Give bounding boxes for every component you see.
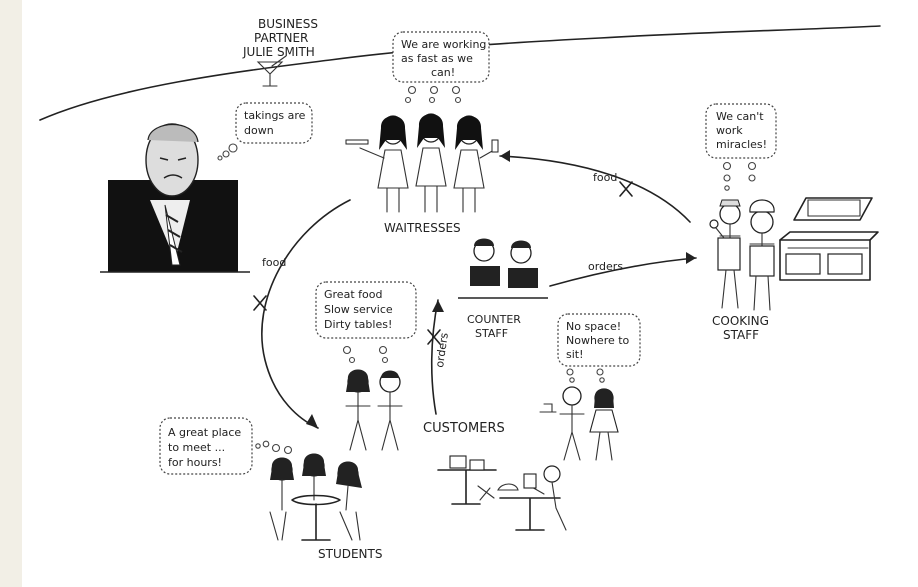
- customers-standing-right: [539, 386, 619, 461]
- customers-left-thought-line3: Dirty tables!: [324, 318, 392, 331]
- cooking-staff-figures: [709, 199, 775, 311]
- cooking-staff-label-line1: COOKING: [712, 314, 769, 328]
- students-figures: [269, 453, 362, 541]
- students-thought-line3: for hours!: [168, 456, 222, 469]
- manager-thought-line1: takings are: [244, 109, 306, 122]
- manager-thought-bubble: takings are down: [217, 102, 313, 161]
- students-thought-bubble: A great place to meet ... for hours!: [159, 417, 293, 475]
- seated-customers-sketch: [437, 455, 567, 531]
- students-thought-line2: to meet ...: [168, 441, 225, 454]
- waitresses-figures: [345, 113, 499, 213]
- flow-orders-right: orders: [588, 260, 623, 273]
- customers-right-thought-line1: No space!: [566, 320, 621, 333]
- waitresses-thought-line2: as fast as we: [401, 52, 473, 65]
- waitresses-label: WAITRESSES: [384, 221, 461, 235]
- students-label: STUDENTS: [318, 547, 382, 561]
- customers-right-thought-line3: sit!: [566, 348, 584, 361]
- customers-left-thought-line1: Great food: [324, 288, 382, 301]
- customers-label: CUSTOMERS: [423, 421, 505, 436]
- food-arrow-kitchen-to-waitresses: food: [499, 150, 691, 223]
- customers-right-thought-line2: Nowhere to: [566, 334, 630, 347]
- cooking-thought-line2: work: [716, 124, 743, 137]
- customers-thought-left: Great food Slow service Dirty tables!: [315, 281, 417, 364]
- manager-thought-line2: down: [244, 124, 274, 137]
- flow-food-top: food: [593, 171, 617, 184]
- business-partner-label: BUSINESS PARTNER JULIE SMITH: [242, 17, 318, 59]
- orders-arrow-customers-to-counter: orders: [427, 299, 451, 415]
- counter-staff-label-line1: COUNTER: [467, 313, 521, 326]
- partner-line2: PARTNER: [254, 31, 308, 45]
- stove-icon: [779, 197, 879, 281]
- students-thought-line1: A great place: [168, 426, 241, 439]
- cocktail-glass-icon: [256, 55, 287, 87]
- customers-standing-left: [345, 369, 403, 451]
- counter-staff-figures: [458, 238, 548, 299]
- flow-food-left: food: [262, 256, 286, 269]
- cooking-thought-line3: miracles!: [716, 138, 767, 151]
- customers-left-thought-line2: Slow service: [324, 303, 393, 316]
- customers-thought-right: No space! Nowhere to sit!: [557, 313, 641, 383]
- manager-figure: [100, 123, 250, 273]
- cooking-thought-line1: We can't: [716, 110, 764, 123]
- food-arrow-waitresses-to-customers: food: [253, 199, 351, 429]
- counter-staff-label-line2: STAFF: [475, 327, 508, 340]
- waitresses-thought-bubble: We are working as fast as we can!: [392, 31, 490, 104]
- orders-arrow-counter-to-kitchen: orders: [549, 252, 697, 287]
- flow-orders-center: orders: [433, 332, 451, 369]
- partner-line3: JULIE SMITH: [242, 45, 315, 59]
- cooking-thought-bubble: We can't work miracles!: [705, 103, 777, 191]
- waitresses-thought-line3: can!: [431, 66, 455, 79]
- cooking-staff-label-line2: STAFF: [723, 328, 759, 342]
- partner-line1: BUSINESS: [258, 17, 318, 31]
- waitresses-thought-line1: We are working: [401, 38, 486, 51]
